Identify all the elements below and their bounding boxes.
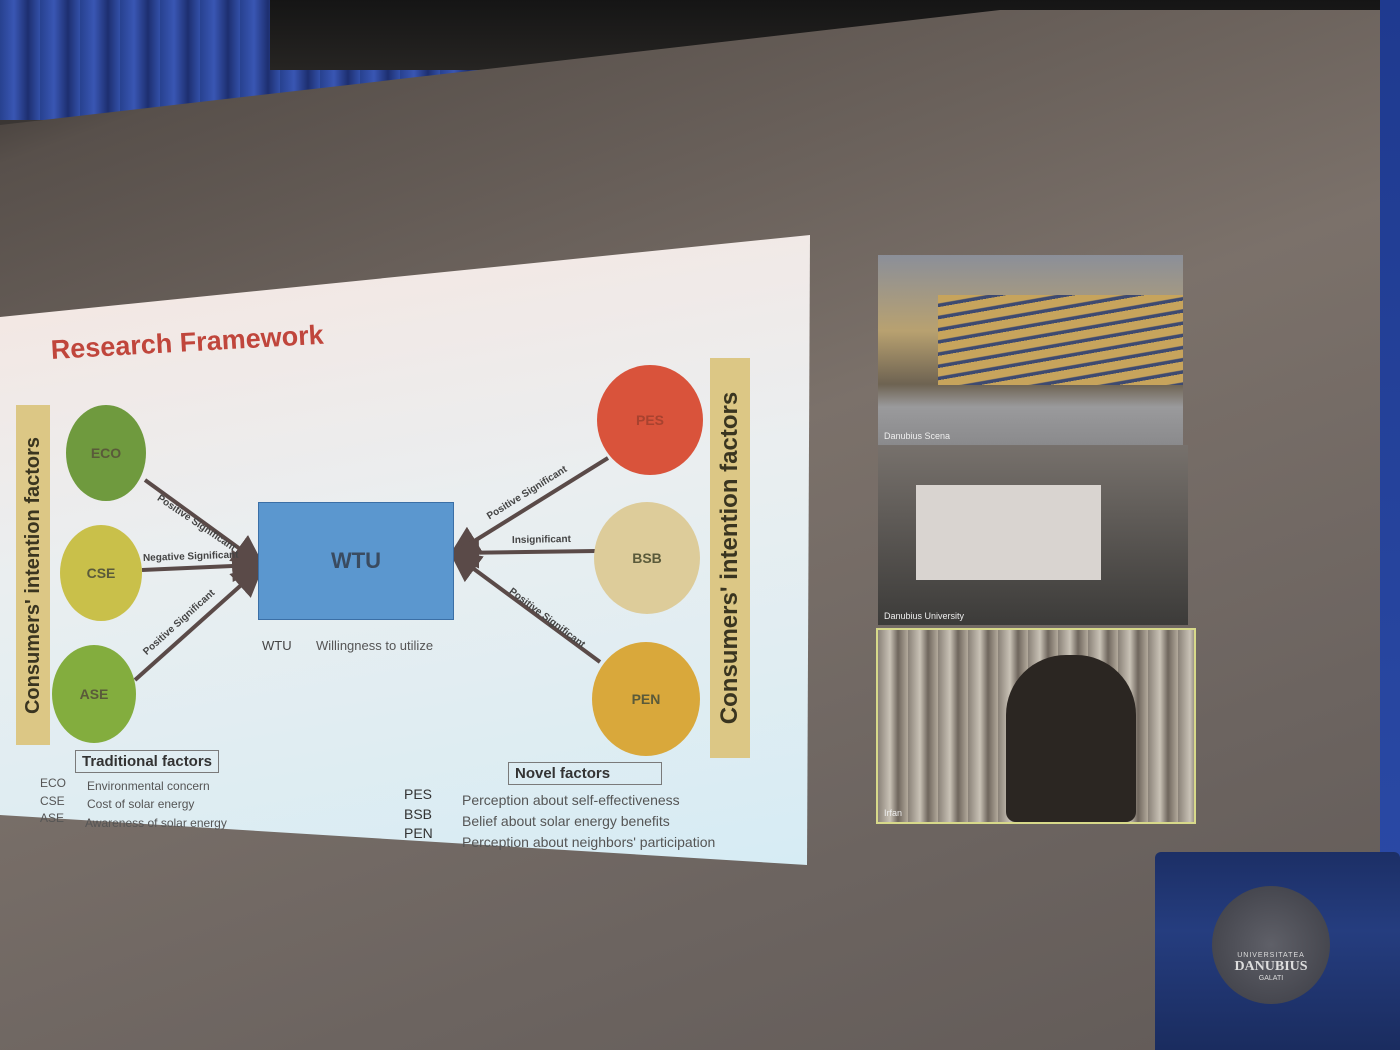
wtu-def-abbr: WTU (262, 638, 292, 653)
right-side-label: Consumers' intention factors (710, 358, 750, 758)
legend-text: Environmental concern (87, 779, 210, 793)
stage-curtain-right (1380, 0, 1400, 1050)
wtu-def-text: Willingness to utilize (316, 638, 434, 653)
seal-line2: DANUBIUS (1234, 959, 1308, 974)
node-pes: PES (597, 365, 703, 475)
node-bsb: BSB (594, 502, 700, 614)
node-wtu: WTU (258, 502, 454, 620)
legend-text: Cost of solar energy (87, 797, 195, 811)
node-ase: ASE (52, 645, 136, 743)
legend-abbr: BSB (404, 806, 433, 822)
legend-abbr: PEN (404, 825, 433, 841)
projected-slide (916, 485, 1101, 580)
video-tile-scena: Danubius Scena (878, 255, 1183, 445)
legend-abbr: PES (404, 786, 433, 802)
video-tile-label: Danubius Scena (884, 431, 951, 441)
legend-text: Perception about neighbors' participatio… (462, 834, 716, 850)
participant-silhouette (1006, 655, 1136, 822)
node-pen: PEN (592, 642, 700, 756)
edge-label-bsb: Insignificant (511, 533, 571, 546)
node-eco: ECO (66, 405, 146, 501)
left-side-label: Consumers' intention factors (16, 405, 50, 745)
novel-factors-box: Novel factors (508, 762, 662, 785)
video-tile-university: Danubius University (878, 445, 1188, 625)
traditional-factors-box: Traditional factors (75, 750, 220, 773)
video-tile-irfan: Irfan (876, 628, 1196, 824)
seal-line1: UNIVERSITATEA (1237, 952, 1305, 959)
legend-abbr: CSE (40, 794, 65, 808)
video-tile-label: Irfan (884, 808, 903, 818)
legend-text: Belief about solar energy benefits (462, 813, 670, 829)
legend-abbr: ASE (40, 811, 65, 825)
auditorium-seats (938, 295, 1183, 385)
legend-text: Awareness of solar energy (85, 816, 227, 830)
university-seal: UNIVERSITATEA DANUBIUS GALATI (1212, 886, 1330, 1004)
video-tile-label: Danubius University (884, 611, 965, 621)
node-cse: CSE (60, 525, 142, 621)
legend-abbr: ECO (40, 776, 67, 790)
seal-line3: GALATI (1258, 975, 1284, 982)
legend-text: Perception about self-effectiveness (462, 792, 680, 808)
